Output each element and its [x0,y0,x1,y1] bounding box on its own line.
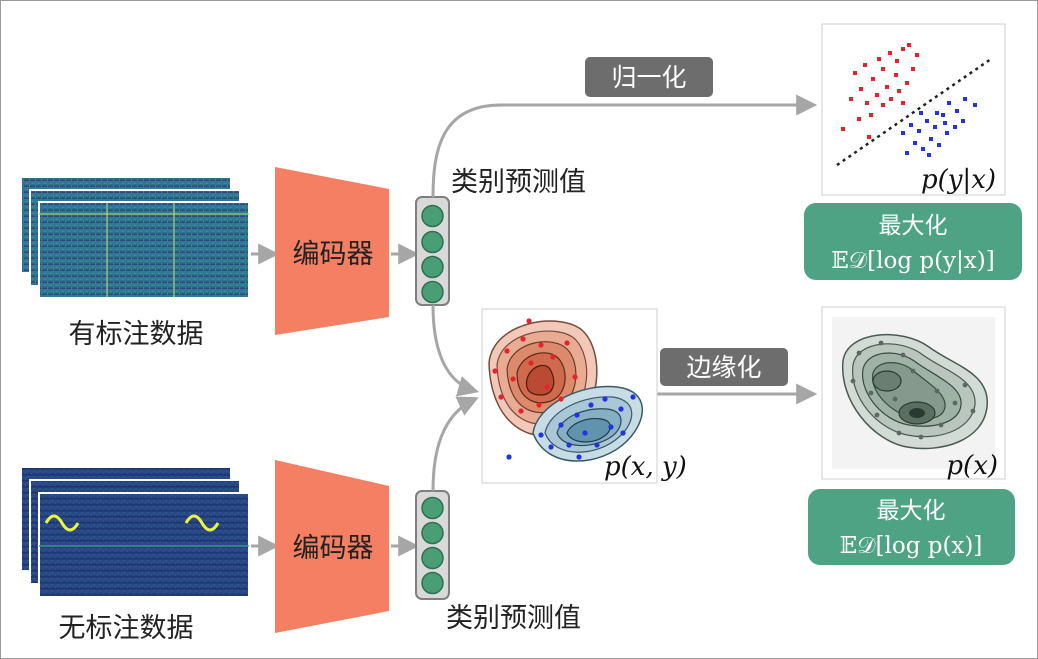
maximize-conditional-formula: 𝔼𝒟[log p(y|x)] [831,248,994,274]
joint-blue-points [506,394,636,460]
prediction-node [421,521,444,545]
labeled-data-label: 有标注数据 [69,319,204,350]
arrow-top-to-joint [431,304,480,397]
maximize-marginal-box: 最大化 𝔼𝒟[log p(x)] [808,489,1015,565]
prediction-node [421,280,444,304]
marginalize-pill: 边缘化 [660,348,788,386]
blue-density-contours [532,385,643,462]
joint-label: p(x, y) [604,452,687,482]
marginal-distribution-panel: p(x) [821,306,1006,481]
conditional-distribution-panel: p(y|x) [821,23,1006,196]
decision-boundary [836,57,992,167]
marginal-density-contours [842,334,988,450]
joint-distribution-panel: p(x, y) [481,308,687,484]
marginalize-label: 边缘化 [686,353,761,382]
class-prediction-top-label: 类别预测值 [451,167,586,198]
labeled-spectrogram-stack [20,176,250,299]
prediction-node [421,204,444,228]
marginal-points [850,340,976,440]
unlabeled-spectrogram-stack [20,466,250,598]
prediction-node [421,255,444,279]
arrow-bottom-to-joint [431,396,479,492]
encoder-bottom: 编码器 [275,460,389,633]
encoder-top-label: 编码器 [293,239,374,270]
red-points [841,43,919,139]
maximize-marginal-formula: 𝔼𝒟[log p(x)] [840,533,983,559]
normalize-pill: 归一化 [585,57,713,97]
class-prediction-nodes-top [415,196,450,306]
prediction-node [421,230,444,254]
normalize-label: 归一化 [611,63,686,92]
conditional-label: p(y|x) [921,165,996,195]
maximize-conditional-box: 最大化 𝔼𝒟[log p(y|x)] [804,203,1022,280]
encoder-top: 编码器 [275,167,389,335]
prediction-node [421,546,444,570]
prediction-node [421,571,444,595]
class-prediction-bottom-label: 类别预测值 [446,603,581,634]
blue-points [901,97,977,157]
unlabeled-data-label: 无标注数据 [59,613,194,644]
encoder-bottom-label: 编码器 [293,533,374,564]
prediction-node [421,496,444,520]
marginal-label: p(x) [946,451,998,481]
maximize-marginal-title: 最大化 [877,498,946,524]
class-prediction-nodes-bottom [415,490,450,600]
joint-red-points [492,318,578,414]
maximize-conditional-title: 最大化 [879,213,948,239]
arrow-to-conditional [431,94,818,198]
